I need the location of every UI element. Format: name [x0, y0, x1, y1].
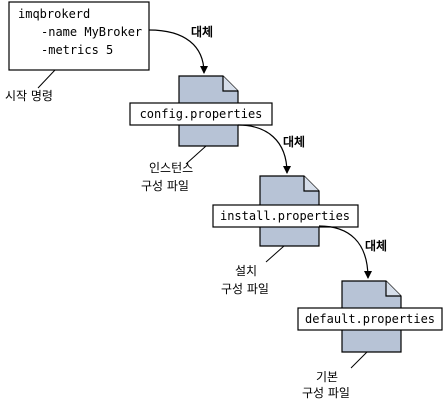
- install-label-line-2: 구성 파일: [221, 282, 269, 296]
- config-file-name: config.properties: [140, 107, 263, 121]
- override-label-3: 대체: [365, 238, 387, 253]
- default-label-line-1: 기본: [316, 370, 338, 384]
- override-label-1: 대체: [191, 24, 213, 39]
- command-line-3: -metrics 5: [41, 43, 113, 57]
- command-line-1: imqbrokerd: [18, 7, 90, 21]
- start-command-leader-line: [37, 69, 56, 89]
- override-arrow-2: [237, 124, 291, 174]
- config-file-name-box: config.properties: [129, 102, 273, 126]
- start-command-box: imqbrokerd -name MyBroker -metrics 5: [8, 1, 150, 71]
- override-arrow-3: [318, 225, 372, 279]
- default-file-name-box: default.properties: [297, 307, 443, 331]
- config-label-line-1: 인스턴스: [149, 161, 193, 175]
- config-leader-line: [185, 145, 207, 165]
- start-command-label: 시작 명령: [5, 89, 53, 103]
- override-label-2: 대체: [283, 134, 305, 149]
- config-label-line-2: 구성 파일: [141, 179, 189, 193]
- install-file-name: install.properties: [220, 209, 350, 223]
- default-file-name: default.properties: [305, 312, 435, 326]
- override-arrow-1: [148, 29, 208, 74]
- install-file-name-box: install.properties: [212, 204, 359, 228]
- default-leader-line: [350, 351, 368, 369]
- command-line-2: -name MyBroker: [41, 25, 142, 39]
- install-label-line-1: 설치: [235, 264, 257, 278]
- default-label-line-2: 구성 파일: [302, 386, 350, 400]
- install-leader-line: [265, 245, 285, 263]
